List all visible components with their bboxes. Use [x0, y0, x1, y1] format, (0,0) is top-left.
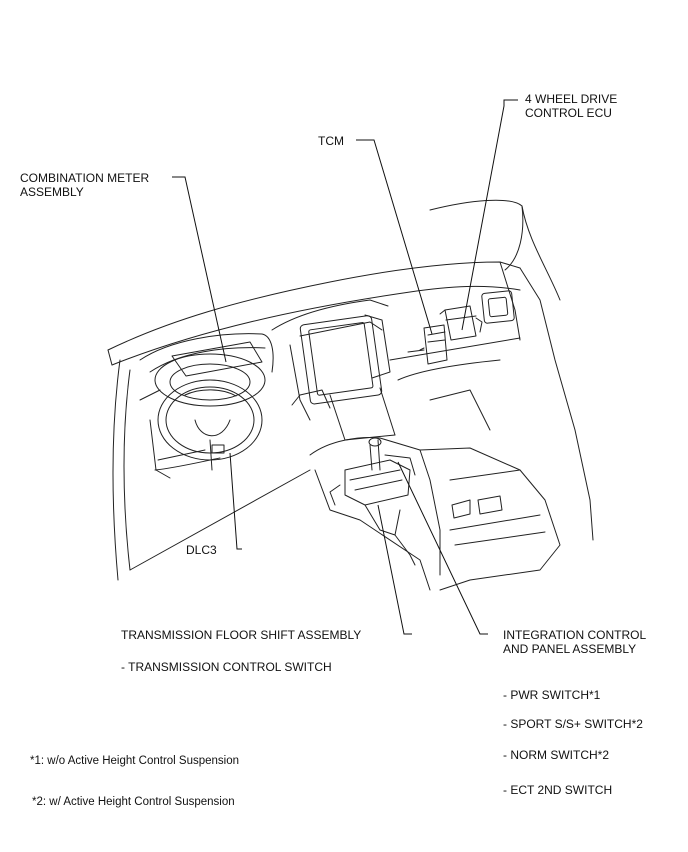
label-4wd-ecu-line2: CONTROL ECU — [525, 106, 612, 120]
label-tcm: TCM — [318, 134, 344, 148]
leader-dlc3 — [229, 452, 242, 550]
label-ect-2nd-switch: - ECT 2ND SWITCH — [503, 783, 613, 797]
label-integration-control-line2: AND PANEL ASSEMBLY — [503, 642, 637, 656]
label-4wd-ecu-line1: 4 WHEEL DRIVE — [525, 92, 618, 106]
footnote-1: *1: w/o Active Height Control Suspension — [30, 755, 240, 767]
label-transmission-floor-shift: TRANSMISSION FLOOR SHIFT ASSEMBLY — [121, 628, 362, 642]
footnote-2: *2: w/ Active Height Control Suspension — [32, 796, 235, 808]
label-combination-meter-line1: COMBINATION METER — [20, 171, 150, 185]
label-transmission-control-switch: - TRANSMISSION CONTROL SWITCH — [121, 660, 332, 674]
leader-combo-meter — [172, 176, 227, 363]
leader-shift — [377, 504, 412, 635]
label-combination-meter-line2: ASSEMBLY — [20, 185, 84, 199]
label-pwr-switch: - PWR SWITCH*1 — [503, 688, 601, 702]
leader-tcm — [356, 139, 433, 335]
label-dlc3: DLC3 — [186, 543, 217, 557]
leader-integration — [397, 461, 488, 635]
label-norm-switch: - NORM SWITCH*2 — [503, 748, 609, 762]
label-sport-switch: - SPORT S/S+ SWITCH*2 — [503, 717, 643, 731]
label-integration-control-line1: INTEGRATION CONTROL — [503, 628, 647, 642]
leader-4wd-ecu — [461, 99, 518, 331]
